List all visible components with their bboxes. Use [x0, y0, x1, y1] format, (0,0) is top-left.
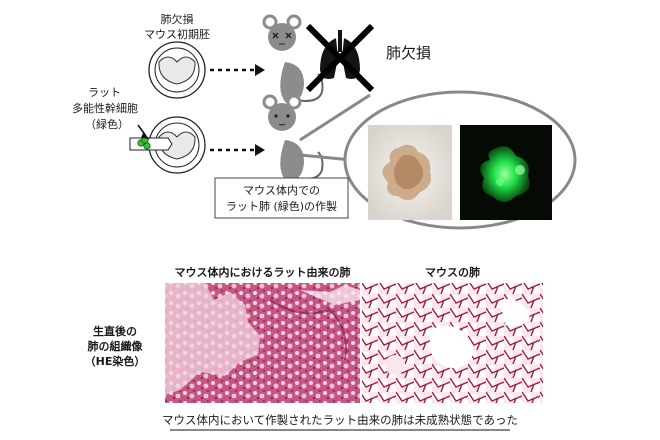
mouse-icon-middle [262, 94, 324, 182]
histology-rat-derived [165, 283, 360, 403]
brightfield-lung-image [368, 125, 452, 220]
side-label-line-1: 生直後の [93, 325, 137, 338]
side-label-line-3: （HE染色） [84, 355, 146, 368]
zoom-connector-lines [299, 93, 371, 162]
fluorescence-lung-image [460, 125, 552, 220]
lung-deficient-label: 肺欠損 [386, 44, 432, 62]
mouse-icon-top [262, 14, 324, 104]
header-mouse-lung: マウスの肺 [425, 266, 480, 279]
header-rat-derived: マウス体内におけるラット由来の肺 [174, 266, 351, 279]
lung-crossed-icon [305, 23, 375, 93]
dotted-arrow-middle [210, 144, 265, 156]
injection-pipette-icon [129, 124, 173, 151]
rat-label-line-3: （緑色） [85, 118, 129, 131]
side-label-line-2: 肺の組織像 [87, 340, 143, 353]
embryo-label-line-1: 肺欠損 [160, 13, 194, 26]
embryo-label-line-2: マウス初期胚 [144, 28, 210, 41]
embryo-icon-top [148, 41, 206, 99]
rat-lung-caption-box [214, 177, 349, 219]
rat-label-line-2: 多能性幹細胞 [72, 102, 138, 115]
box-text-line-2: ラット肺 (緑色)の作製 [225, 200, 338, 213]
dotted-arrow-top [210, 64, 265, 76]
box-text-line-1: マウス体内での [243, 184, 320, 197]
rat-label-line-1: ラット [88, 86, 121, 99]
histology-mouse [362, 283, 543, 403]
embryo-icon-middle [148, 116, 206, 174]
figure-caption: マウス体内において作製されたラット由来の肺は未成熟状態であった [161, 413, 519, 427]
